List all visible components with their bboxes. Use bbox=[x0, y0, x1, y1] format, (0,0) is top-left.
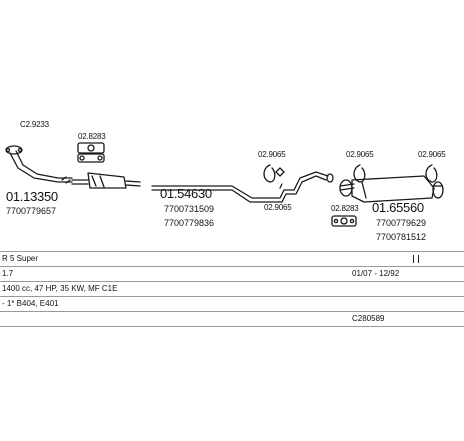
info-model: R 5 Super bbox=[2, 254, 39, 263]
info-catalog-code: C280589 bbox=[352, 314, 385, 323]
front-clamp-icon bbox=[77, 142, 105, 163]
rear-clamp-icon bbox=[331, 215, 357, 227]
info-row-specs: 1400 cc, 47 HP, 35 KW, MF C1E bbox=[0, 281, 464, 296]
exhaust-drawing bbox=[5, 142, 444, 227]
info-engine-specs: 1400 cc, 47 HP, 35 KW, MF C1E bbox=[2, 284, 118, 293]
hanger-rear-1-icon bbox=[353, 164, 366, 183]
vehicle-info-table: R 5 Super 1.7 01/07 - 12/92 1400 cc, 47 … bbox=[0, 251, 464, 327]
middle-silencer-icon bbox=[71, 172, 141, 189]
rear-silencer-part-number: 01.65560 bbox=[372, 200, 424, 215]
hanger-rear-2-icon bbox=[425, 164, 438, 183]
middle-silencer-oem-number-2: 7700779836 bbox=[164, 218, 215, 228]
hanger-rear-2-number: 02.9065 bbox=[418, 150, 446, 159]
center-pipe-assembly-icon bbox=[263, 167, 334, 203]
rear-silencer-oem-number-2: 7700781512 bbox=[376, 232, 427, 242]
middle-pipe-icon bbox=[151, 185, 265, 203]
rear-silencer-oem-number-1: 7700779629 bbox=[376, 218, 427, 228]
front-gasket-icon bbox=[5, 145, 23, 155]
clamp-rear-number: 02.8283 bbox=[331, 204, 359, 213]
middle-silencer-part-number: 01.54630 bbox=[160, 186, 212, 201]
gasket-front-number: C2.9233 bbox=[20, 120, 49, 129]
info-engine-size: 1.7 bbox=[2, 269, 14, 278]
hanger-middle-number: 02.9065 bbox=[258, 150, 286, 159]
info-row-model: R 5 Super bbox=[0, 251, 464, 266]
row-marker-icon bbox=[413, 255, 419, 263]
info-chassis-codes: - 1* B404, E401 bbox=[2, 299, 59, 308]
rear-silencer-icon bbox=[339, 175, 444, 203]
hanger-lower-number: 02.9065 bbox=[264, 203, 292, 212]
info-production-dates: 01/07 - 12/92 bbox=[352, 269, 400, 278]
front-pipe-oem-number: 7700779657 bbox=[6, 206, 57, 216]
info-row-chassis: - 1* B404, E401 bbox=[0, 296, 464, 311]
hanger-middle-icon bbox=[263, 164, 276, 183]
middle-silencer-oem-number-1: 7700731509 bbox=[164, 204, 215, 214]
clamp-front-number: 02.8283 bbox=[78, 132, 106, 141]
hanger-rear-1-number: 02.9065 bbox=[346, 150, 374, 159]
front-pipe-part-number: 01.13350 bbox=[6, 189, 58, 204]
exhaust-system-diagram: C2.9233 02.8283 02.9065 02.9065 02.9065 … bbox=[5, 120, 446, 242]
front-pipe-icon bbox=[9, 150, 73, 184]
info-row-catalog: C280589 bbox=[0, 311, 464, 327]
info-row-engine: 1.7 01/07 - 12/92 bbox=[0, 266, 464, 281]
